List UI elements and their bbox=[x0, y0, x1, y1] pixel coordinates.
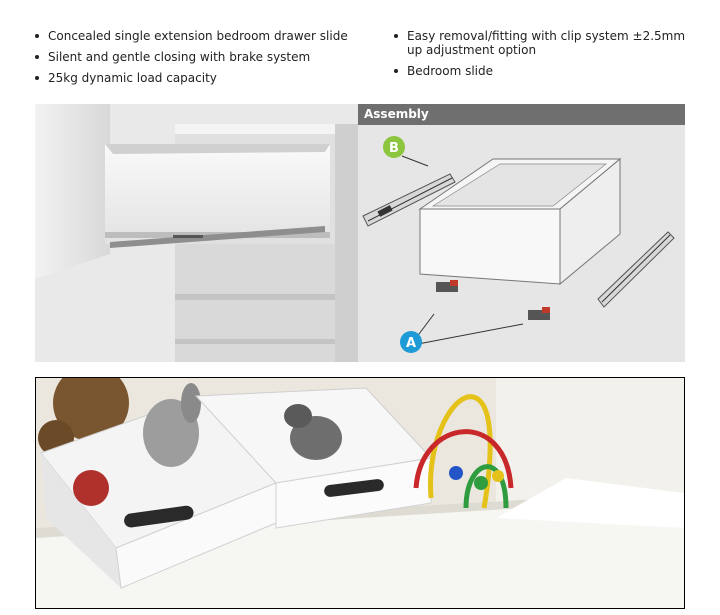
storage-boxes-photo bbox=[35, 377, 685, 609]
label-b-circle bbox=[383, 136, 405, 158]
assembly-title: Assembly bbox=[358, 104, 685, 125]
feature-item: Easy removal/fitting with clip system ±2… bbox=[393, 29, 693, 57]
label-b: B bbox=[389, 141, 399, 156]
feature-item: Bedroom slide bbox=[393, 64, 693, 78]
drawer-slide-photo bbox=[35, 104, 358, 362]
feature-item: Concealed single extension bedroom drawe… bbox=[34, 29, 364, 43]
feature-item: Silent and gentle closing with brake sys… bbox=[34, 50, 364, 64]
assembly-diagram: Assembly B A bbox=[358, 104, 685, 362]
feature-column-left: Concealed single extension bedroom drawe… bbox=[34, 29, 364, 92]
feature-item: 25kg dynamic load capacity bbox=[34, 71, 364, 85]
label-a: A bbox=[406, 336, 416, 351]
label-a-circle bbox=[400, 331, 422, 353]
feature-list: Concealed single extension bedroom drawe… bbox=[0, 0, 720, 100]
feature-column-right: Easy removal/fitting with clip system ±2… bbox=[393, 29, 693, 85]
